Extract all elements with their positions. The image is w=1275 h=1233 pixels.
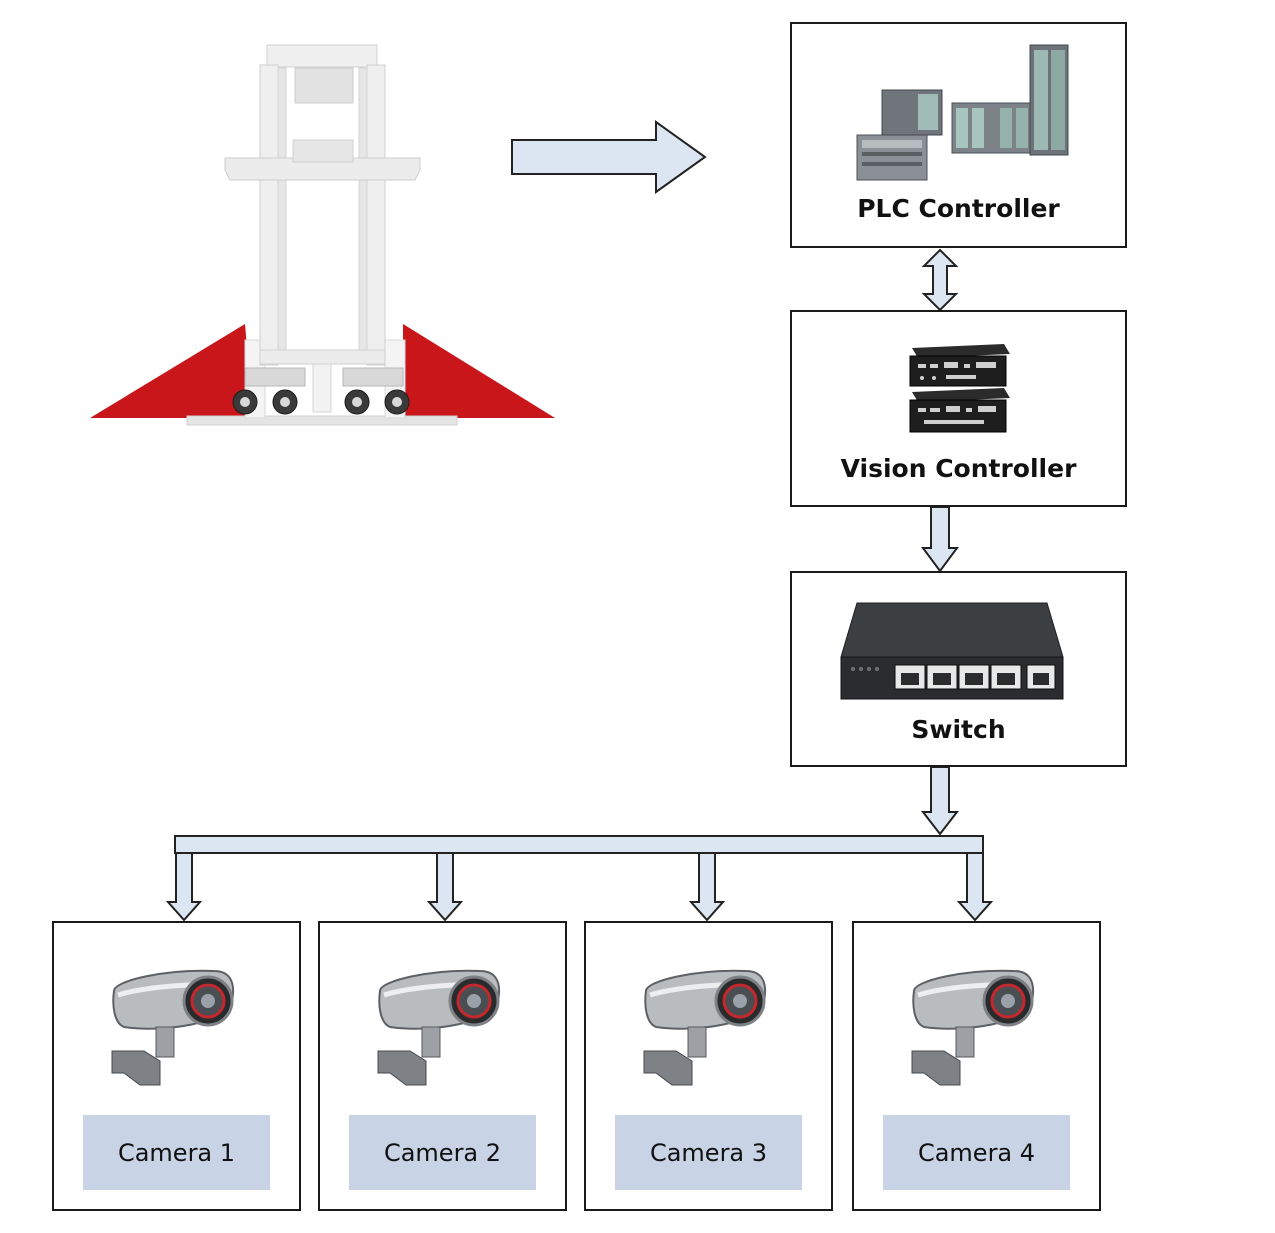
camera-label-4: Camera 4: [883, 1115, 1070, 1190]
inspection-gantry-machine: [90, 44, 555, 426]
arrow-vision-to-switch: [921, 506, 959, 573]
arrow-bus-to-camera-4: [956, 852, 994, 922]
security-camera-icon: [111, 969, 234, 1086]
network-switch-icon: [840, 602, 1064, 700]
arrow-bus-to-camera-1: [165, 852, 203, 922]
arrow-bus-to-camera-2: [426, 852, 464, 922]
camera-bus: [174, 835, 984, 854]
plc-modules-icon: [856, 44, 1069, 181]
plc-controller-label: PLC Controller: [857, 194, 1060, 223]
right-red-ramp: [403, 324, 555, 418]
arrow-machine-to-plc: [511, 120, 707, 194]
camera-label-1: Camera 1: [83, 1115, 270, 1190]
camera-node-1: Camera 1: [52, 921, 301, 1211]
switch-node: Switch: [790, 571, 1127, 767]
security-camera-icon: [377, 969, 500, 1086]
security-camera-icon: [643, 969, 766, 1086]
switch-label: Switch: [911, 715, 1006, 744]
camera-node-3: Camera 3: [584, 921, 833, 1211]
vision-controller-node: Vision Controller: [790, 310, 1127, 507]
plc-controller-node: PLC Controller: [790, 22, 1127, 248]
camera-node-2: Camera 2: [318, 921, 567, 1211]
camera-label-3: Camera 3: [615, 1115, 802, 1190]
camera-node-4: Camera 4: [852, 921, 1101, 1211]
arrow-bus-to-camera-3: [688, 852, 726, 922]
industrial-pc-icon: [909, 344, 1010, 433]
arrow-switch-to-bus: [920, 766, 960, 836]
camera-label-2: Camera 2: [349, 1115, 536, 1190]
arrow-plc-vision-bidirectional: [921, 248, 959, 312]
vision-controller-label: Vision Controller: [840, 454, 1077, 483]
left-red-ramp: [90, 324, 253, 418]
security-camera-icon: [911, 969, 1034, 1086]
